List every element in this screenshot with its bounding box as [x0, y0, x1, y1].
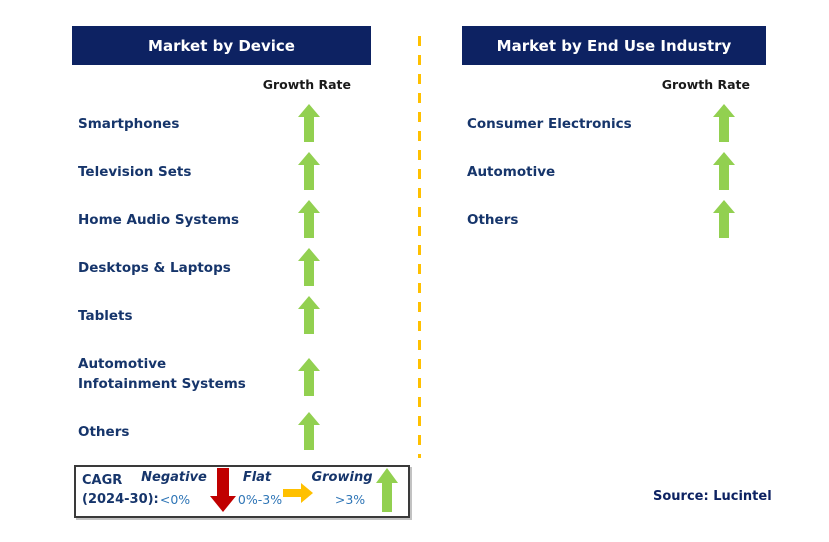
panel-header-device: Market by Device [72, 26, 371, 65]
dashed-divider [418, 36, 421, 458]
segment-label: Smartphones [78, 116, 180, 132]
segment-label: Television Sets [78, 164, 192, 180]
legend-title-line1: CAGR [82, 473, 123, 488]
segment-label: Home Audio Systems [78, 212, 240, 228]
panel-title: Market by End Use Industry [496, 36, 732, 55]
legend-label-negative: Negative [141, 470, 207, 485]
legend-range-flat: 0%-3% [237, 492, 283, 507]
growth-up-arrow-icon [298, 104, 320, 142]
legend-range-negative: <0% [159, 492, 191, 507]
segment-label: Tablets [78, 308, 133, 324]
growth-up-arrow-icon [713, 152, 735, 190]
decline-down-arrow-icon [210, 468, 236, 512]
legend-label-flat: Flat [242, 470, 272, 485]
legend-label-growing: Growing [311, 470, 373, 485]
growth-up-arrow-icon [298, 412, 320, 450]
growth-rate-heading-left: Growth Rate [262, 77, 351, 92]
panel-title: Market by Device [148, 36, 295, 55]
cagr-legend: CAGR (2024-30): Negative <0% Flat 0%-3% … [74, 465, 410, 518]
growth-up-arrow-icon [298, 200, 320, 238]
growth-up-arrow-icon [298, 248, 320, 286]
legend-title: CAGR (2024-30): [82, 471, 159, 509]
growth-up-arrow-icon [713, 200, 735, 238]
segment-label: Others [78, 424, 130, 440]
growth-up-arrow-icon [713, 104, 735, 142]
segment-label: Others [467, 212, 519, 228]
growth-up-arrow-icon [376, 468, 398, 512]
segment-label: Automotive Infotainment Systems [78, 356, 246, 392]
legend-range-growing: >3% [334, 492, 366, 507]
panel-header-end-use: Market by End Use Industry [462, 26, 766, 65]
source-credit: Source: Lucintel [653, 489, 772, 504]
segment-label: Desktops & Laptops [78, 260, 231, 276]
segment-label: Consumer Electronics [467, 116, 632, 132]
growth-up-arrow-icon [298, 152, 320, 190]
legend-title-line2: (2024-30): [82, 492, 159, 507]
segment-label: Automotive [467, 164, 556, 180]
growth-rate-heading-right: Growth Rate [661, 77, 750, 92]
growth-up-arrow-icon [298, 296, 320, 334]
growth-up-arrow-icon [298, 358, 320, 396]
flat-right-arrow-icon [283, 483, 313, 503]
